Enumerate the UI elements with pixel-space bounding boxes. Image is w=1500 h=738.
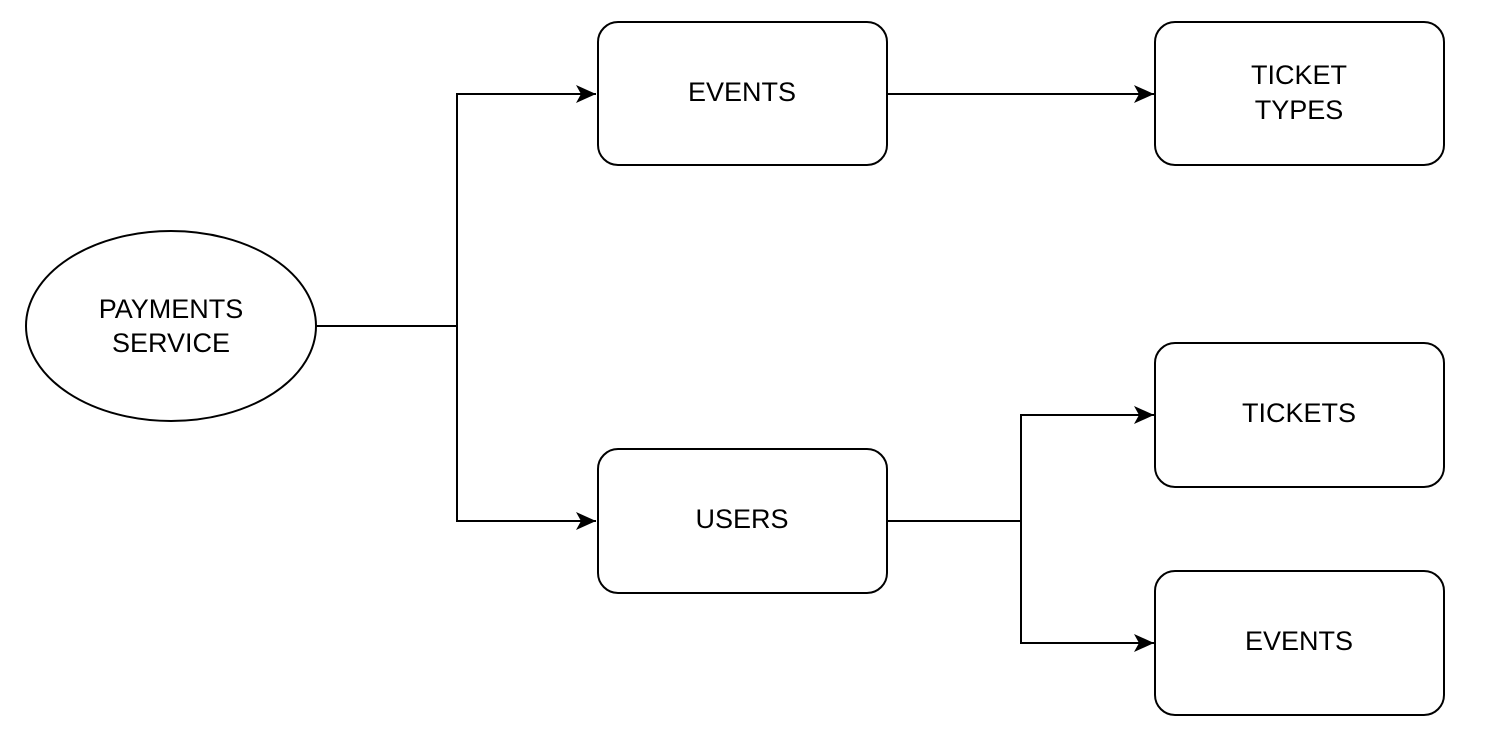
node-tickets[interactable]: TICKETS <box>1154 342 1445 488</box>
tickets-label: TICKETS <box>1242 398 1356 428</box>
users-label: USERS <box>695 504 788 534</box>
payments-service-label-line1: PAYMENTS <box>99 294 244 324</box>
node-ticket-types[interactable]: TICKET TYPES <box>1154 21 1445 166</box>
node-events-top[interactable]: EVENTS <box>597 21 888 166</box>
events-top-label: EVENTS <box>688 77 796 107</box>
ticket-types-label-line2: TYPES <box>1255 95 1344 125</box>
events-top-box <box>597 21 888 166</box>
edge-payments-to-users <box>456 326 596 530</box>
edge-payments-to-events <box>316 85 596 327</box>
ticket-types-box <box>1154 21 1445 166</box>
payments-service-label-line2: SERVICE <box>112 328 230 358</box>
edge-users-to-tickets <box>887 406 1154 522</box>
tickets-box <box>1154 342 1445 488</box>
node-events-bottom[interactable]: EVENTS <box>1154 570 1445 716</box>
events-bottom-label: EVENTS <box>1245 626 1353 656</box>
node-users[interactable]: USERS <box>597 448 888 594</box>
users-box <box>597 448 888 594</box>
ticket-types-label-line1: TICKET <box>1251 60 1347 90</box>
payments-service-ellipse <box>25 230 317 422</box>
events-bottom-box <box>1154 570 1445 716</box>
edge-users-to-events <box>1020 521 1154 652</box>
node-payments-service[interactable]: PAYMENTS SERVICE <box>25 230 317 422</box>
